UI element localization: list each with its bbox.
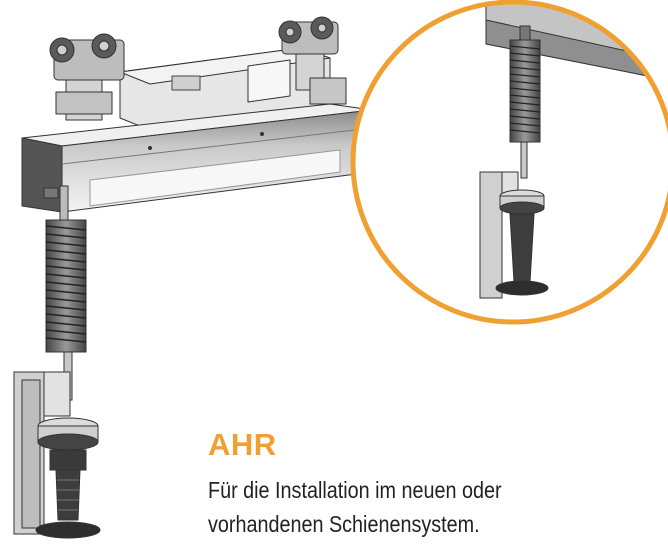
handle-device [13,371,101,539]
detail-zoom-circle [350,0,668,325]
description-line: vorhandenen Schienensystem. [208,511,480,537]
product-description: Für die Installation im neuen oder vorha… [208,473,604,541]
left-wheel-assembly [49,33,125,121]
description-line: Für die Installation im neuen oder [208,477,502,503]
zoom-circle-ring [350,0,668,325]
product-title: AHR [208,427,277,462]
right-wheel-assembly [278,16,347,105]
rail-trolley [21,16,373,213]
spring-hanger [45,185,87,401]
